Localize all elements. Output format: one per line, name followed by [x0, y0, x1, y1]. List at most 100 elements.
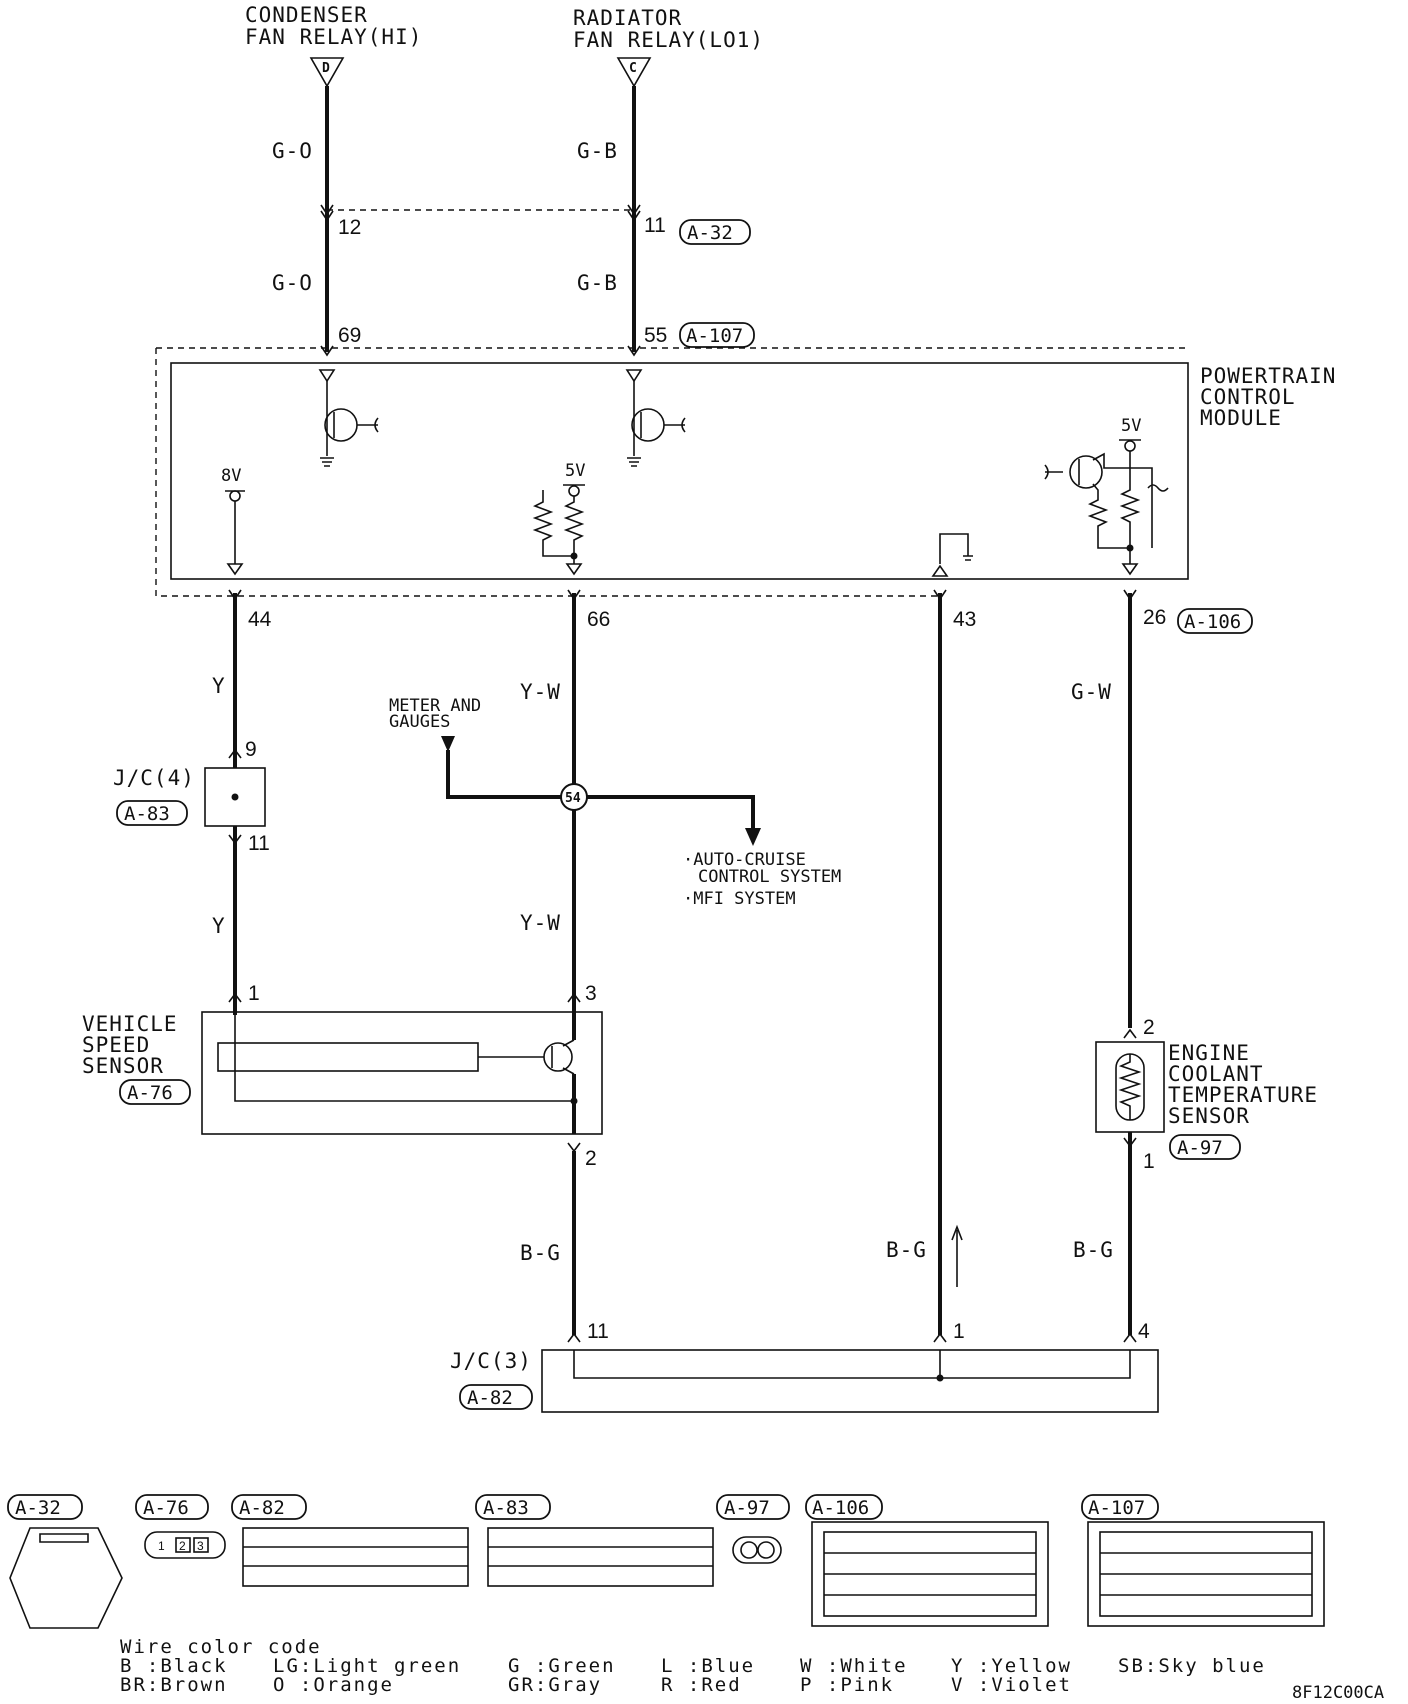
- jc4-label: J/C(4): [113, 766, 195, 790]
- connector-view-a106: A-106: [805, 1494, 1049, 1627]
- pcm-ect-circuit: 5V: [1044, 416, 1169, 576]
- radiator-relay-label-2: FAN RELAY(LO1): [573, 28, 764, 52]
- pin-mark-11: [627, 204, 641, 222]
- svg-text:A-83: A-83: [483, 1497, 529, 1519]
- legend-p: P :Pink: [800, 1674, 894, 1696]
- legend-lg: LG:Light green: [273, 1655, 461, 1677]
- condenser-relay-label-1: CONDENSER: [245, 3, 368, 27]
- svg-text:A-76: A-76: [143, 1497, 189, 1519]
- wire-label-b-g-2: B-G: [886, 1238, 927, 1262]
- legend-gr: GR:Gray: [508, 1674, 602, 1696]
- svg-text:D: D: [322, 61, 330, 76]
- ect-label-3: TEMPERATURE: [1168, 1083, 1318, 1107]
- svg-text:A-97: A-97: [1177, 1137, 1223, 1159]
- pin-3-vss: 3: [585, 982, 597, 1005]
- pin-26: 26: [1143, 606, 1166, 629]
- svg-text:A-107: A-107: [686, 325, 743, 347]
- wire-label-b-g-3: B-G: [1073, 1238, 1114, 1262]
- svg-text:3: 3: [197, 1539, 204, 1553]
- svg-text:A-82: A-82: [467, 1387, 513, 1409]
- svg-text:A-76: A-76: [127, 1082, 173, 1104]
- wire-label-g-b-1: G-B: [577, 139, 618, 163]
- mfi-label: ·MFI SYSTEM: [683, 889, 796, 909]
- pin-2-ect: 2: [1143, 1016, 1155, 1039]
- legend-o: O :Orange: [273, 1674, 394, 1696]
- jc3-label: J/C(3): [450, 1349, 532, 1373]
- pin-9: 9: [245, 738, 257, 761]
- svg-text:1: 1: [158, 1539, 165, 1553]
- vss-label-3: SENSOR: [82, 1054, 164, 1078]
- pcm-label-3: MODULE: [1200, 406, 1282, 430]
- pcm-label-1: POWERTRAIN: [1200, 364, 1336, 388]
- legend-l: L :Blue: [661, 1655, 755, 1677]
- connector-a107-tag: A-107: [679, 322, 755, 348]
- legend-title: Wire color code: [120, 1636, 322, 1658]
- svg-text:C: C: [629, 61, 637, 76]
- legend-br: BR:Brown: [120, 1674, 228, 1696]
- diagram-code: 8F12C00CA: [1292, 1683, 1384, 1703]
- pin-69: 69: [338, 324, 361, 347]
- current-flow-arrow: [951, 1224, 963, 1287]
- wire-label-g-b-2: G-B: [577, 271, 618, 295]
- radiator-relay-label-1: RADIATOR: [573, 6, 682, 30]
- pcm-output-pin-marks: [228, 589, 1137, 601]
- svg-text:8V: 8V: [221, 466, 241, 486]
- ect-label-2: COOLANT: [1168, 1062, 1264, 1086]
- svg-text:A-106: A-106: [1184, 611, 1241, 633]
- meter-branch: [441, 736, 761, 846]
- legend-w: W :White: [800, 1655, 908, 1677]
- svg-text:A-82: A-82: [239, 1497, 285, 1519]
- wire-label-y-1: Y: [212, 674, 226, 698]
- junction-connector-3: [541, 1332, 1159, 1413]
- pcm-8v-circuit: 8V: [221, 466, 245, 576]
- wire-label-g-o-2: G-O: [272, 271, 313, 295]
- pin-1-jc3: 1: [953, 1320, 965, 1343]
- pin-mark-55: [627, 345, 641, 357]
- vss-label-1: VEHICLE: [82, 1012, 178, 1036]
- pin-11-a32: 11: [644, 214, 666, 237]
- pcm-transistor-2: [625, 369, 686, 467]
- legend-y: Y :Yellow: [951, 1655, 1072, 1677]
- pin-55: 55: [644, 324, 667, 347]
- pcm-ground-switch: [931, 533, 973, 577]
- pcm-label-2: CONTROL: [1200, 385, 1296, 409]
- connector-a76-tag: A-76: [119, 1079, 191, 1105]
- wire-label-g-o-1: G-O: [272, 139, 313, 163]
- connector-view-a83: A-83: [475, 1494, 714, 1587]
- engine-coolant-temperature-sensor: [1095, 1028, 1165, 1148]
- pcm-box: [170, 362, 1189, 580]
- legend-r: R :Red: [661, 1674, 742, 1696]
- pin-2-vss: 2: [585, 1147, 597, 1170]
- ect-label-1: ENGINE: [1168, 1041, 1250, 1065]
- pcm-dashed-outline: [155, 347, 1188, 597]
- connector-view-a76: A-76 1 2 3: [135, 1494, 226, 1559]
- condenser-relay-label-2: FAN RELAY(HI): [245, 25, 422, 49]
- pin-4-jc3: 4: [1138, 1320, 1150, 1343]
- svg-text:A-106: A-106: [812, 1497, 869, 1519]
- auto-cruise-label-1: ·AUTO-CRUISE: [683, 850, 806, 870]
- junction-54: 54: [565, 791, 581, 806]
- ect-label-4: SENSOR: [1168, 1104, 1250, 1128]
- svg-text:5V: 5V: [1121, 416, 1141, 436]
- svg-text:A-32: A-32: [15, 1497, 61, 1519]
- wire-label-g-w: G-W: [1071, 680, 1112, 704]
- svg-text:2: 2: [179, 1539, 186, 1553]
- legend-v: V :Violet: [951, 1674, 1072, 1696]
- connector-view-a32: A-32: [7, 1494, 123, 1629]
- auto-cruise-label-2: CONTROL SYSTEM: [698, 867, 841, 887]
- connector-a106-tag: A-106: [1177, 608, 1253, 634]
- pin-1-vss: 1: [248, 982, 260, 1005]
- vss-label-2: SPEED: [82, 1033, 150, 1057]
- svg-text:A-32: A-32: [687, 222, 733, 244]
- meter-label-2: GAUGES: [389, 712, 450, 732]
- radiator-relay-connector: C: [616, 57, 652, 88]
- vehicle-speed-sensor: [201, 992, 603, 1153]
- pin-11-jc4: 11: [248, 832, 270, 855]
- pin-66: 66: [587, 608, 610, 631]
- condenser-relay-connector: D: [309, 57, 345, 88]
- svg-text:5V: 5V: [565, 461, 585, 481]
- pin-12: 12: [338, 216, 361, 239]
- pcm-transistor-1: [318, 369, 379, 467]
